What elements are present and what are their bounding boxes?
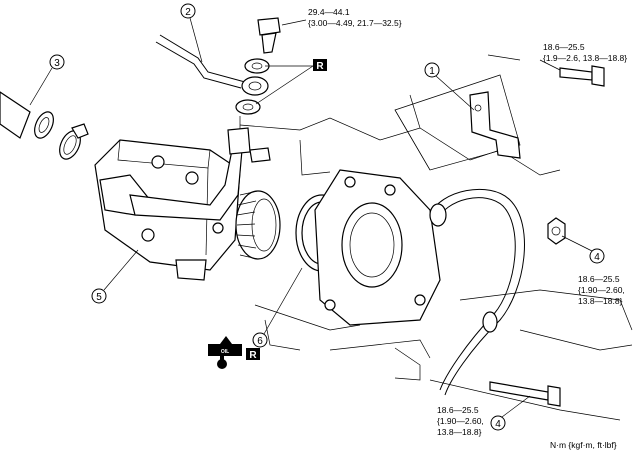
banjo-bolt-torque-line2: {3.00—4.49, 21.7—32.5} (308, 18, 402, 28)
bracket-bolt-torque-line1: 18.6—25.5 (543, 42, 585, 52)
callout-3-number: 3 (54, 58, 60, 69)
replace-mark-top: R (313, 59, 327, 72)
callout-4-bolt-number: 4 (495, 419, 501, 430)
banjo-bolt (257, 17, 281, 54)
torque-spec-nut: 18.6—25.5 {1.90—2.60, 13.8—18.8} (578, 274, 625, 306)
callout-6-number: 6 (257, 336, 263, 347)
nut-torque-line3: 13.8—18.8} (578, 296, 623, 306)
flange-nut (547, 217, 566, 245)
callout-4-nut-number: 4 (594, 252, 600, 263)
nut-torque-line1: 18.6—25.5 (578, 274, 620, 284)
callout-1-number: 1 (429, 66, 435, 77)
callout-2: 2 (180, 3, 203, 63)
pipe-bracket (469, 91, 521, 159)
bracket-bolt (559, 65, 605, 87)
bracket-bolt-torque-line2: {1.9—2.6, 13.8—18.8} (543, 53, 627, 63)
pump-bolt-torque-line1: 18.6—25.5 (437, 405, 479, 415)
hose-clamp (59, 123, 89, 160)
mounting-flange (314, 169, 441, 326)
oil-icon-label: OIL (221, 349, 229, 355)
sealing-washer-lower (235, 99, 261, 115)
pump-gear (235, 190, 281, 260)
engine-block-outline (239, 74, 633, 421)
oil-pipe (155, 34, 246, 89)
torque-spec-pump-bolt: 18.6—25.5 {1.90—2.60, 13.8—18.8} (437, 405, 484, 437)
callout-3: 3 (29, 54, 65, 106)
callout-5: 5 (91, 249, 139, 304)
callout-2-number: 2 (185, 7, 191, 18)
banjo-bolt-torque-line1: 29.4—44.1 (308, 7, 350, 17)
replace-mark-top-label: R (316, 61, 324, 72)
vacuum-pump-body (94, 127, 271, 281)
torque-spec-banjo-bolt: 29.4—44.1 {3.00—4.49, 21.7—32.5} (308, 7, 402, 28)
pipe-loop (429, 188, 525, 396)
replace-mark-bottom: R (246, 348, 260, 361)
torque-units-label: N·m {kgf·m, ft·lbf} (550, 440, 617, 450)
pump-bolt-torque-line3: 13.8—18.8} (437, 427, 482, 437)
oil-can-icon: OIL (208, 336, 242, 369)
vacuum-hose (0, 91, 54, 139)
banjo-fitting (241, 76, 269, 96)
pump-bolt (489, 381, 561, 407)
pump-bolt-torque-line2: {1.90—2.60, (437, 416, 484, 426)
torque-spec-bracket-bolt: 18.6—25.5 {1.9—2.6, 13.8—18.8} (543, 42, 627, 63)
sealing-washer-upper (244, 58, 270, 74)
callout-1: 1 (424, 62, 475, 111)
callout-4-nut: 4 (561, 235, 605, 264)
nut-torque-line2: {1.90—2.60, (578, 285, 625, 295)
callout-4-bolt: 4 (490, 395, 531, 431)
callout-5-number: 5 (96, 292, 102, 303)
replace-mark-bottom-label: R (249, 350, 257, 361)
callout-6: 6 (252, 267, 303, 348)
